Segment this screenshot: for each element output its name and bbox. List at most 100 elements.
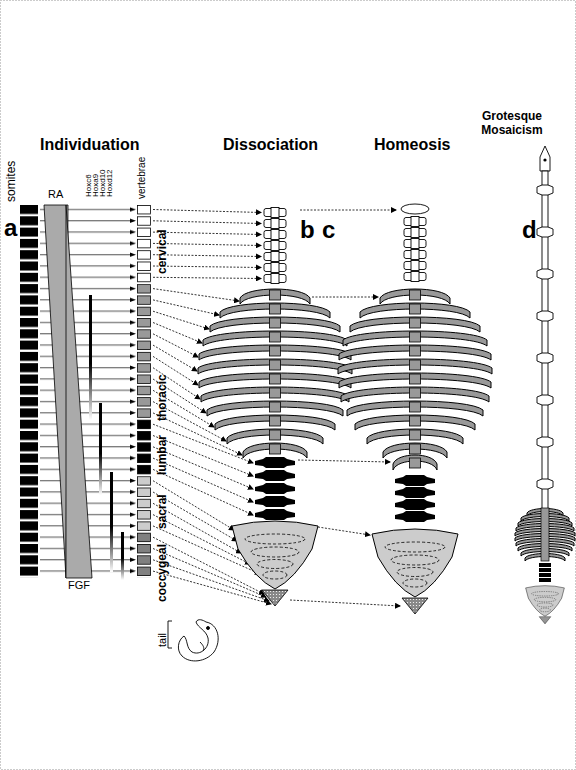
spine-dissociation [198,208,352,607]
hox-bar [110,472,113,572]
mapping-arrow [153,300,219,315]
panel-letter: a [4,216,17,240]
spine-dissociation [264,208,286,218]
spine-grotesque [537,479,553,489]
spine-homeosis [404,228,426,238]
homeosis-arrow [312,297,378,298]
mapping-arrow [153,232,261,234]
spine-grotesque [539,568,551,572]
mapping-arrow [153,334,198,357]
homeosis-arrow [290,600,400,606]
panel-letter: b [300,218,315,242]
spine-dissociation [255,483,295,494]
panel-title: Homeosis [374,137,450,153]
spine-grotesque [539,573,551,577]
spine-homeosis [395,499,435,510]
spine-grotesque [515,146,575,624]
region-label: thoracic [156,374,168,421]
tail-bracket [168,621,172,648]
spine-grotesque [537,395,553,405]
hox-bar [121,532,124,580]
spine-grotesque [542,171,548,509]
homeosis-arrow [298,460,390,462]
mapping-arrow [153,469,253,515]
embryo [168,620,218,661]
spine-grotesque [537,269,553,279]
spine-grotesque [539,578,551,582]
spine-homeosis [395,475,435,486]
vertebra-column [137,284,151,420]
spine-grotesque [537,185,553,195]
tail-label: tail [157,633,168,647]
vertebra-column [137,205,151,578]
mapping-arrow [153,243,261,245]
spine-homeosis [404,261,426,271]
mapping-arrow [153,571,271,604]
mapping-arrow [153,289,239,301]
mapping-arrow [153,458,253,502]
homeosis-arrow [318,527,370,535]
panel-title: Dissociation [223,137,318,153]
fgf-gradient [66,205,92,578]
mapping-arrow [153,424,253,463]
spine-grotesque [537,437,553,447]
spine-grotesque [539,563,551,567]
mapping-arrow [153,492,237,541]
spine-homeosis [401,204,429,214]
vertebra-column [137,476,151,533]
mapping-arrow [153,255,261,257]
hox-bar [99,403,102,495]
spine-dissociation [255,496,295,507]
gene-label: Hoxd12 [106,169,114,197]
hox-bar [89,295,92,420]
spine-grotesque [537,353,553,363]
mapping-arrow [153,323,202,344]
spine-homeosis [404,250,426,260]
spine-dissociation [264,219,286,229]
axis-label: somites [5,161,17,202]
panel-title: Grotesque Mosaicism [472,110,552,138]
spine-homeosis [395,487,435,498]
embryo [200,642,204,651]
spine-dissociation [264,274,286,284]
spine-dissociation [264,230,286,240]
gradient-label: FGF [68,580,90,591]
hox-bar [89,295,124,580]
mapping-arrow [153,447,253,489]
spine-homeosis [395,511,435,522]
vertebra-column [137,533,151,578]
axis-label: vertebrae [137,157,147,199]
gradient-label: RA [48,189,63,200]
mapping-arrow [153,481,234,530]
spine-dissociation [255,457,295,468]
spine-dissociation [264,263,286,273]
spine-dissociation [269,288,281,456]
panel-letter: d [522,218,537,242]
spine-homeosis [338,204,492,614]
spine-dissociation [255,470,295,481]
spine-homeosis [372,529,458,614]
spine-grotesque [537,227,553,237]
embryo [178,620,218,661]
spine-grotesque [540,146,550,171]
mapping-arrow [153,311,209,329]
mapping-arrow [153,210,261,213]
panel-title: Individuation [40,137,140,153]
region-label: sacral [156,494,168,529]
spine-homeosis [409,288,421,470]
panel-letter: c [322,218,335,242]
mapping-arrow [153,277,261,278]
homeosis-arrow [300,210,396,211]
mapping-arrow [153,436,253,477]
vertebra-column [137,420,151,477]
spine-homeosis [404,272,426,282]
mapping-arrow [153,266,261,268]
region-label: coccygeal [156,544,168,602]
vertebra-column [137,205,151,284]
spine-dissociation [232,521,318,606]
spine-dissociation [255,509,295,520]
spine-grotesque [537,311,553,321]
mapping-arrow [153,345,197,371]
